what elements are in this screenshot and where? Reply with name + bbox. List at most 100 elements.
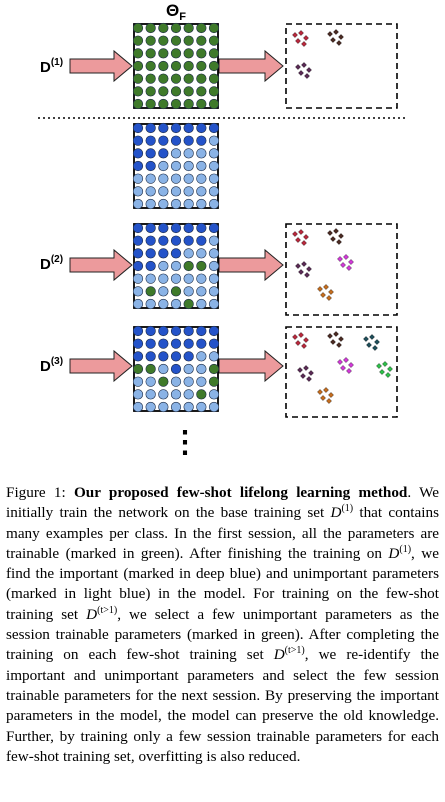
trainable-param — [170, 86, 182, 97]
unimportant-param — [158, 273, 169, 284]
method-figure: ΘF D(1) D(2) D(3) ⋮ — [38, 1, 408, 459]
parameter-grid-4 — [132, 325, 220, 413]
output-box-1 — [285, 23, 398, 109]
important-param — [132, 248, 144, 259]
trainable-param — [183, 60, 194, 72]
unimportant-param — [170, 401, 182, 413]
important-param — [170, 351, 182, 362]
important-param — [170, 325, 182, 337]
important-param — [183, 222, 194, 234]
class-cluster — [376, 361, 393, 378]
important-param — [208, 122, 220, 134]
unimportant-param — [132, 198, 144, 210]
trainable-param — [196, 35, 207, 46]
important-param — [170, 338, 182, 349]
important-param — [196, 235, 207, 246]
class-cluster — [363, 334, 380, 351]
unimportant-param — [132, 273, 144, 284]
unimportant-param — [145, 401, 156, 413]
unimportant-param — [183, 286, 194, 297]
trainable-param — [145, 98, 156, 110]
trainable-param — [183, 22, 194, 34]
trainable-param — [170, 73, 182, 84]
trainable-param — [183, 260, 194, 272]
trainable-param — [145, 35, 156, 46]
important-param — [170, 135, 182, 146]
trainable-param — [170, 48, 182, 59]
class-cluster — [337, 357, 354, 374]
important-param — [196, 338, 207, 349]
important-param — [158, 222, 169, 234]
unimportant-param — [183, 148, 194, 159]
important-param — [145, 338, 156, 349]
important-param — [158, 122, 169, 134]
important-param — [208, 222, 220, 234]
class-cluster — [297, 365, 314, 382]
parameter-grid-1 — [132, 22, 220, 110]
unimportant-param — [183, 198, 194, 210]
important-param — [145, 222, 156, 234]
important-param — [170, 248, 182, 259]
important-param — [183, 351, 194, 362]
parameter-grid-2 — [132, 122, 220, 210]
class-cluster — [327, 331, 344, 348]
unimportant-param — [170, 160, 182, 172]
unimportant-param — [158, 186, 169, 197]
important-param — [183, 135, 194, 146]
trainable-param — [158, 73, 169, 84]
unimportant-param — [196, 173, 207, 184]
trainable-param — [170, 35, 182, 46]
important-param — [158, 248, 169, 259]
unimportant-param — [132, 186, 144, 197]
output-arrow-3 — [218, 349, 284, 383]
class-cluster — [295, 62, 312, 79]
trainable-param — [208, 73, 220, 84]
trainable-param — [196, 60, 207, 72]
unimportant-param — [132, 173, 144, 184]
unimportant-param — [196, 376, 207, 387]
trainable-param — [145, 73, 156, 84]
important-param — [132, 325, 144, 337]
unimportant-param — [183, 363, 194, 375]
unimportant-param — [183, 273, 194, 284]
class-cluster — [292, 30, 309, 47]
important-param — [145, 235, 156, 246]
unimportant-param — [158, 260, 169, 272]
unimportant-param — [208, 286, 220, 297]
trainable-param — [145, 86, 156, 97]
unimportant-param — [196, 298, 207, 310]
important-param — [170, 363, 182, 375]
unimportant-param — [170, 186, 182, 197]
unimportant-param — [196, 273, 207, 284]
important-param — [170, 222, 182, 234]
unimportant-param — [132, 389, 144, 400]
unimportant-param — [208, 160, 220, 172]
trainable-param — [208, 98, 220, 110]
trainable-param — [158, 86, 169, 97]
trainable-param — [183, 35, 194, 46]
unimportant-param — [196, 248, 207, 259]
trainable-param — [208, 35, 220, 46]
unimportant-param — [145, 186, 156, 197]
unimportant-param — [170, 389, 182, 400]
trainable-param — [196, 260, 207, 272]
trainable-param — [183, 86, 194, 97]
important-param — [158, 148, 169, 159]
unimportant-param — [158, 389, 169, 400]
trainable-param — [208, 376, 220, 387]
trainable-param — [196, 73, 207, 84]
trainable-param — [208, 48, 220, 59]
important-param — [145, 160, 156, 172]
unimportant-param — [208, 260, 220, 272]
important-param — [132, 122, 144, 134]
class-cluster — [327, 228, 344, 245]
trainable-param — [196, 48, 207, 59]
input-arrow-2 — [69, 248, 133, 282]
unimportant-param — [208, 389, 220, 400]
unimportant-param — [208, 173, 220, 184]
trainable-param — [132, 73, 144, 84]
important-param — [196, 122, 207, 134]
unimportant-param — [145, 389, 156, 400]
unimportant-param — [196, 148, 207, 159]
important-param — [183, 325, 194, 337]
